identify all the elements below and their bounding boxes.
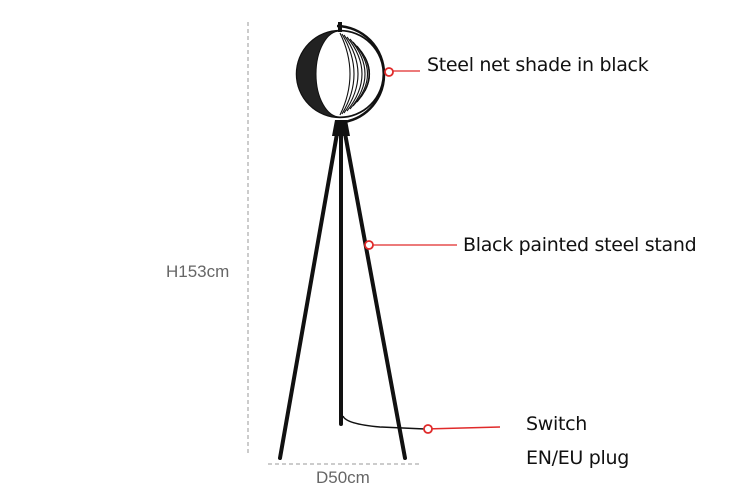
- shade-callout-marker: [384, 67, 394, 77]
- callout-plug: EN/EU plug: [526, 447, 630, 469]
- diameter-label: D50cm: [316, 468, 370, 487]
- tripod-stand: [278, 120, 407, 460]
- callout-shade: Steel net shade in black: [427, 54, 649, 76]
- callout-switch: Switch: [526, 413, 588, 435]
- switch-callout-marker: [423, 424, 433, 434]
- stand-callout-marker: [364, 240, 374, 250]
- callout-stand: Black painted steel stand: [463, 234, 697, 256]
- height-label: H153cm: [166, 262, 230, 281]
- power-cable: [342, 415, 426, 430]
- steel-net-shade: [295, 22, 386, 124]
- switch-leader-line: [424, 426, 501, 430]
